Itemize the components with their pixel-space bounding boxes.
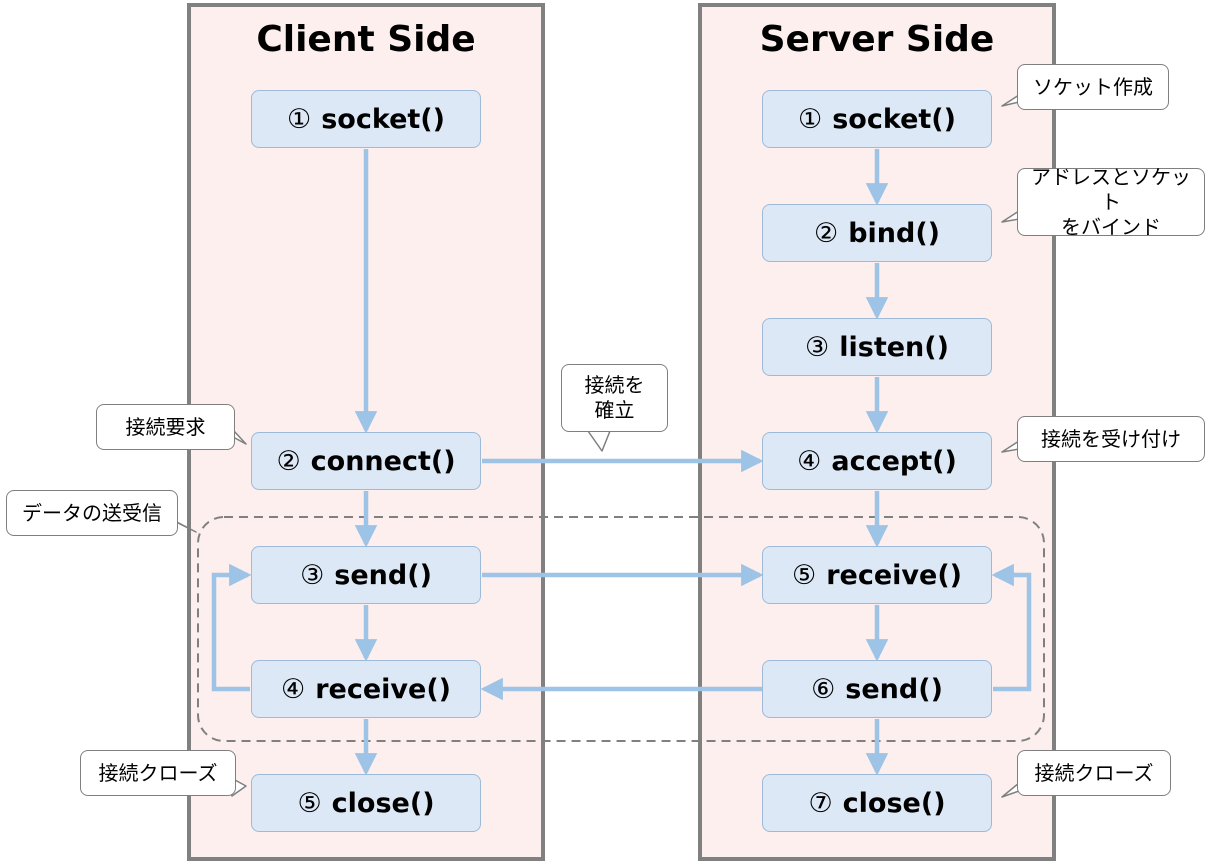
- server-step-socket: ① socket(): [762, 90, 992, 148]
- step-number: ③: [805, 331, 830, 363]
- callout-bind-address: アドレスとソケット をバインド: [1017, 165, 1205, 239]
- client-step-receive: ④ receive(): [251, 660, 481, 718]
- server-step-send: ⑥ send(): [762, 660, 992, 718]
- arrow-client-loop: [211, 563, 252, 692]
- step-number: ⑦: [808, 787, 833, 819]
- callout-data-exchange: データの送受信: [6, 490, 178, 536]
- step-label: accept(): [831, 445, 957, 477]
- step-number: ①: [798, 103, 823, 135]
- step-number: ⑤: [297, 787, 322, 819]
- step-number: ②: [276, 445, 301, 477]
- step-label: listen(): [839, 331, 949, 363]
- server-step-accept: ④ accept(): [762, 432, 992, 490]
- callout-establish-connection: 接続を 確立: [561, 364, 668, 432]
- server-step-close: ⑦ close(): [762, 774, 992, 832]
- step-label: socket(): [321, 103, 445, 135]
- client-step-connect: ② connect(): [251, 432, 481, 490]
- arrow-server-loop: [991, 563, 1032, 692]
- callout-create-socket: ソケット作成: [1017, 64, 1169, 110]
- step-label: socket(): [832, 103, 956, 135]
- step-label: connect(): [310, 445, 456, 477]
- client-step-send: ③ send(): [251, 546, 481, 604]
- callout-tail-establish: [587, 430, 611, 452]
- step-number: ①: [287, 103, 312, 135]
- step-number: ④: [280, 673, 306, 705]
- step-number: ④: [797, 445, 822, 477]
- callout-server-close: 接続クローズ: [1017, 750, 1171, 796]
- callout-accept-connection: 接続を受け付け: [1017, 416, 1205, 462]
- step-label: close(): [331, 787, 435, 819]
- data-exchange-group: [197, 516, 1045, 742]
- callout-client-close: 接続クローズ: [80, 750, 236, 796]
- server-lane-title: Server Side: [759, 19, 995, 60]
- callout-connect-request: 接続要求: [96, 404, 235, 450]
- client-lane-title: Client Side: [256, 19, 476, 60]
- server-step-receive: ⑤ receive(): [762, 546, 992, 604]
- step-number: ⑤: [791, 559, 817, 591]
- step-label: receive(): [315, 673, 451, 705]
- client-step-socket: ① socket(): [251, 90, 481, 148]
- step-label: send(): [334, 559, 432, 591]
- client-step-close: ⑤ close(): [251, 774, 481, 832]
- step-number: ⑥: [811, 673, 836, 705]
- server-step-listen: ③ listen(): [762, 318, 992, 376]
- step-number: ③: [300, 559, 325, 591]
- step-label: receive(): [826, 559, 962, 591]
- server-step-bind: ② bind(): [762, 204, 992, 262]
- step-label: send(): [845, 673, 943, 705]
- step-number: ②: [813, 217, 839, 249]
- step-label: close(): [842, 787, 946, 819]
- step-label: bind(): [848, 217, 941, 249]
